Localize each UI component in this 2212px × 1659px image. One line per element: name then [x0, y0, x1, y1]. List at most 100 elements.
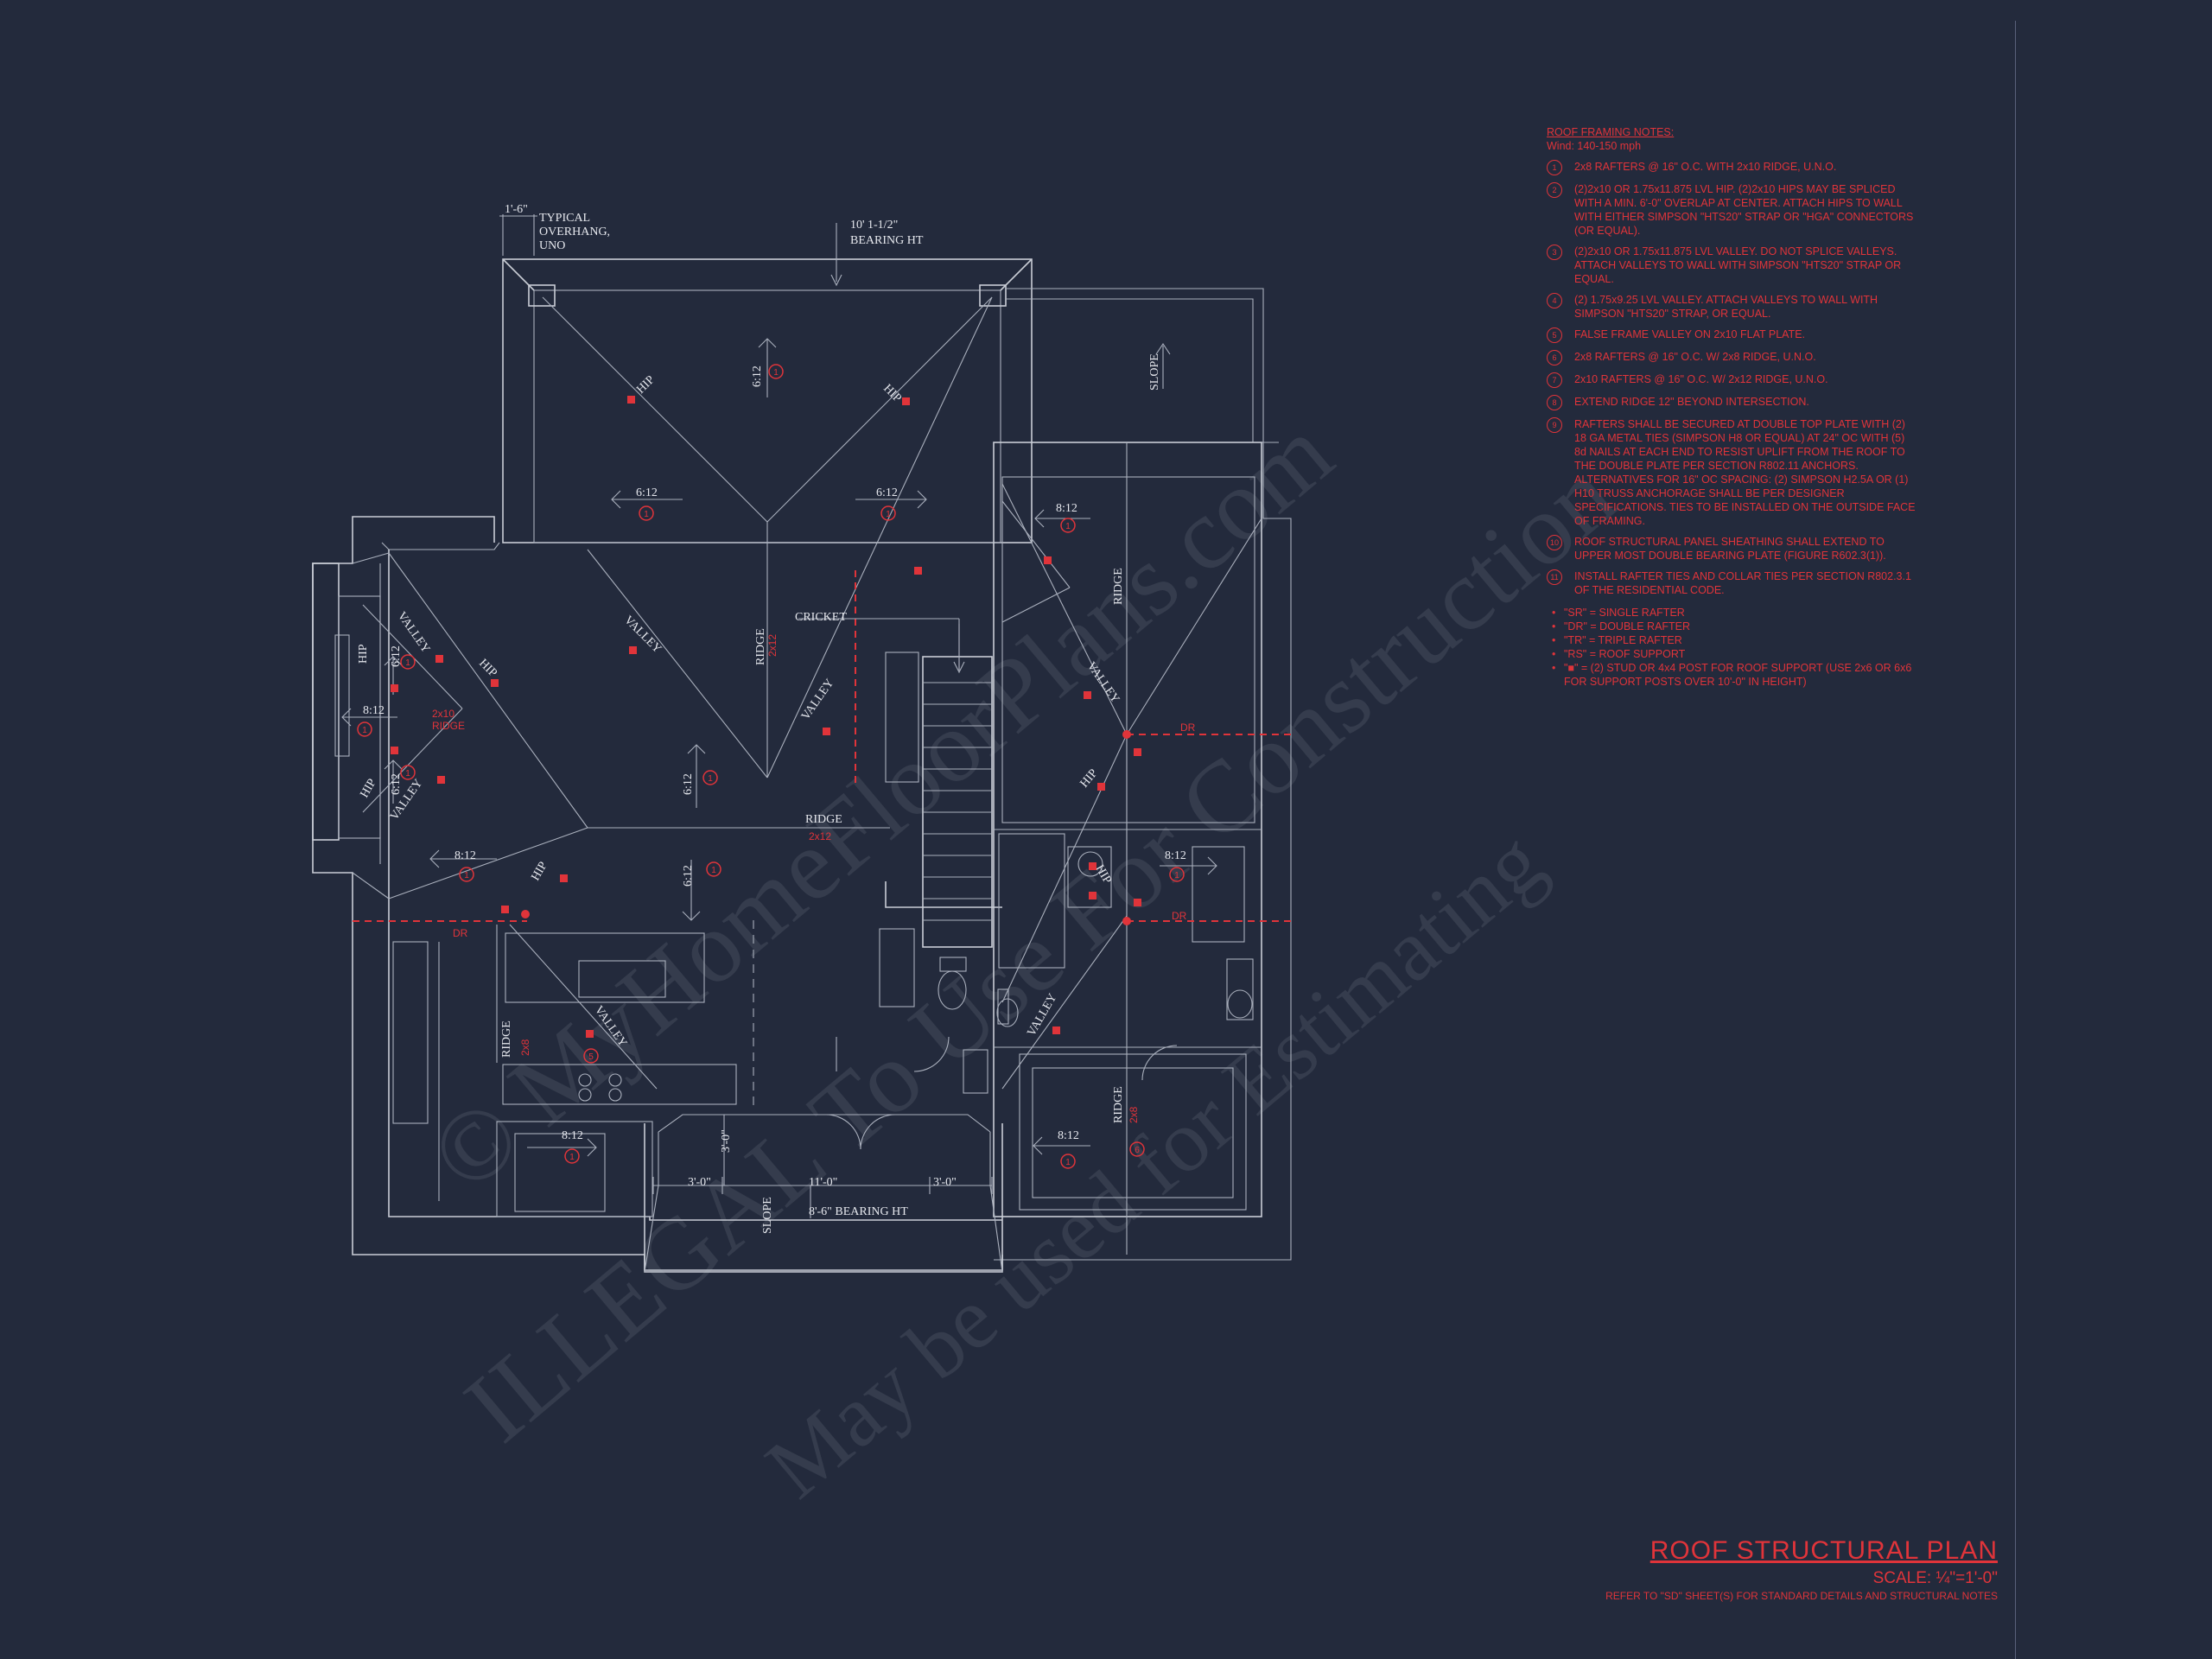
- note-text: INSTALL RAFTER TIES AND COLLAR TIES PER …: [1574, 570, 1911, 596]
- hip-label: HIP: [529, 860, 550, 883]
- ref-1: 1: [1065, 1158, 1071, 1167]
- note-text: FALSE FRAME VALLEY ON 2x10 FLAT PLATE.: [1574, 328, 1806, 340]
- notes-wind: Wind: 140-150 mph: [1547, 140, 1642, 152]
- pitch-812: 8:12: [1058, 1129, 1079, 1142]
- hip-label: HIP: [880, 382, 904, 405]
- roof-framing-lines: [352, 296, 1262, 1090]
- ref-1: 1: [569, 1153, 575, 1162]
- ref-1: 1: [711, 866, 716, 875]
- legend-text: "RS" = ROOF SUPPORT: [1564, 648, 1686, 660]
- pitch-612: 6:12: [636, 486, 658, 499]
- cricket-label: CRICKET: [795, 611, 847, 624]
- right-section-outline: [993, 442, 1262, 1255]
- pitch-812: 8:12: [454, 849, 476, 862]
- note-number: 10: [1547, 535, 1562, 550]
- ref-5: 5: [588, 1052, 594, 1062]
- sheet-scale: SCALE: ¼"=1'-0": [1872, 1569, 1998, 1587]
- note-text: 2x8 RAFTERS @ 16" O.C. WITH 2x10 RIDGE, …: [1574, 161, 1837, 173]
- double-rafter-lines: [353, 570, 1291, 922]
- legend-text: "DR" = DOUBLE RAFTER: [1564, 620, 1691, 632]
- note-number: 3: [1547, 245, 1562, 260]
- pitch-812: 8:12: [562, 1129, 583, 1142]
- pitch-812: 8:12: [363, 704, 385, 717]
- notes-legend: • "SR" = SINGLE RAFTER • "DR" = DOUBLE RAFT…: [1547, 606, 1918, 689]
- reference-bubbles: 1 1 1 1 1 1 1 1 1 1 1 1 1 6 5: [357, 364, 1185, 1169]
- legend-item: • "SR" = SINGLE RAFTER: [1552, 606, 1918, 620]
- ref-1: 1: [644, 510, 649, 519]
- note-number: 7: [1547, 372, 1562, 388]
- pitch-612: 6:12: [682, 773, 695, 795]
- slope-arrows: [341, 214, 1217, 1157]
- dim-vert: 3'-0": [720, 1129, 733, 1153]
- bottom-porch: [644, 1114, 1003, 1273]
- red-annotations: 2x12 2x12 2x10 RIDGE 2x8 2x8 DR DR DR: [432, 634, 1196, 1123]
- slope-label: SLOPE: [1148, 353, 1161, 391]
- note-text: (2)2x10 OR 1.75x11.875 LVL VALLEY. DO NO…: [1574, 245, 1902, 285]
- note-item: 6 2x8 RAFTERS @ 16" O.C. W/ 2x8 RIDGE, U.…: [1547, 350, 1918, 365]
- legend-bullet: •: [1552, 607, 1556, 619]
- right-wing-outline: [994, 288, 1292, 1261]
- note-item: 1 2x8 RAFTERS @ 16" O.C. WITH 2x10 RIDGE,…: [1547, 160, 1918, 175]
- dim-right: 3'-0": [933, 1176, 957, 1189]
- ref-1: 1: [1065, 522, 1071, 531]
- note-number: 2: [1547, 182, 1562, 198]
- ridge-label: RIDGE: [1112, 568, 1125, 605]
- sheet-refer-note: REFER TO "SD" SHEET(S) FOR STANDARD DETA…: [1605, 1590, 1998, 1602]
- note-text: (2) 1.75x9.25 LVL VALLEY. ATTACH VALLEYS…: [1574, 294, 1878, 320]
- ridge-label: RIDGE: [754, 628, 767, 665]
- ref-1: 1: [405, 769, 410, 779]
- pitch-612: 6:12: [751, 365, 764, 387]
- ref-1: 1: [886, 510, 891, 519]
- ridge-size-2x12: 2x12: [766, 634, 779, 657]
- dr-label: DR: [1172, 910, 1187, 922]
- overhang-note-2: OVERHANG,: [539, 226, 610, 238]
- dim-mid: 11'-0": [809, 1176, 837, 1189]
- overhang-note-3: UNO: [539, 239, 565, 252]
- note-number: 9: [1547, 417, 1562, 433]
- ridge-label: RIDGE: [1112, 1086, 1125, 1123]
- legend-bullet: •: [1552, 634, 1556, 646]
- bearing-top-dim: 10' 1-1/2": [850, 219, 898, 232]
- valley-label: VALLEY: [592, 1004, 629, 1050]
- hip-label: HIP: [357, 644, 370, 664]
- note-item: 9 RAFTERS SHALL BE SECURED AT DOUBLE TOP …: [1547, 417, 1918, 528]
- hip-label: HIP: [476, 657, 499, 680]
- title-block: ROOF STRUCTURAL PLAN SCALE: ¼"=1'-0" REF…: [1605, 1536, 1998, 1602]
- note-number: 4: [1547, 293, 1562, 308]
- note-number: 6: [1547, 350, 1562, 365]
- legend-item: •"■" = (2) STUD OR 4x4 POST FOR ROOF SUP…: [1552, 661, 1918, 689]
- note-text: RAFTERS SHALL BE SECURED AT DOUBLE TOP P…: [1574, 418, 1916, 527]
- legend-text: "TR" = TRIPLE RAFTER: [1564, 634, 1682, 646]
- note-text: EXTEND RIDGE 12" BEYOND INTERSECTION.: [1574, 396, 1809, 408]
- legend-item: • "RS" = ROOF SUPPORT: [1552, 647, 1918, 661]
- legend-text: "SR" = SINGLE RAFTER: [1564, 607, 1685, 619]
- bearing-top-label: BEARING HT: [850, 234, 924, 247]
- plan-labels: 1'-6" TYPICAL OVERHANG, UNO 10' 1-1/2" B…: [357, 203, 1186, 1234]
- legend-bullet: •: [1552, 648, 1556, 660]
- note-item: 7 2x10 RAFTERS @ 16" O.C. W/ 2x12 RIDGE, …: [1547, 372, 1918, 388]
- note-text: ROOF STRUCTURAL PANEL SHEATHING SHALL EX…: [1574, 536, 1886, 562]
- legend-item: • "TR" = TRIPLE RAFTER: [1552, 633, 1918, 647]
- ref-1: 1: [1174, 871, 1179, 880]
- note-item: 10 ROOF STRUCTURAL PANEL SHEATHING SHALL …: [1547, 535, 1918, 563]
- note-text: 2x8 RAFTERS @ 16" O.C. W/ 2x8 RIDGE, U.N…: [1574, 351, 1816, 363]
- valley-label: VALLEY: [799, 677, 836, 722]
- ref-1: 1: [773, 368, 779, 378]
- bearing-bottom-label: 8'-6" BEARING HT: [809, 1205, 908, 1218]
- dr-label: DR: [1180, 721, 1196, 734]
- note-text: 2x10 RAFTERS @ 16" O.C. W/ 2x12 RIDGE, U…: [1574, 373, 1828, 385]
- note-item: 2(2)2x10 OR 1.75x11.875 LVL HIP. (2)2x10…: [1547, 182, 1918, 238]
- pitch-612: 6:12: [390, 773, 403, 795]
- ref-1: 1: [405, 658, 410, 668]
- note-number: 1: [1547, 160, 1562, 175]
- ridge-size-2x10: 2x10: [432, 708, 454, 720]
- ridge-note-red: RIDGE: [432, 720, 465, 732]
- legend-bullet: •: [1552, 662, 1556, 674]
- ridge-size-2x8: 2x8: [1128, 1106, 1140, 1123]
- pitch-612: 6:12: [682, 865, 695, 887]
- notes-heading: ROOF FRAMING NOTES:: [1547, 126, 1675, 138]
- ref-6: 6: [1135, 1146, 1140, 1155]
- kitchen-area: [392, 846, 1178, 1217]
- dim-left: 3'-0": [688, 1176, 711, 1189]
